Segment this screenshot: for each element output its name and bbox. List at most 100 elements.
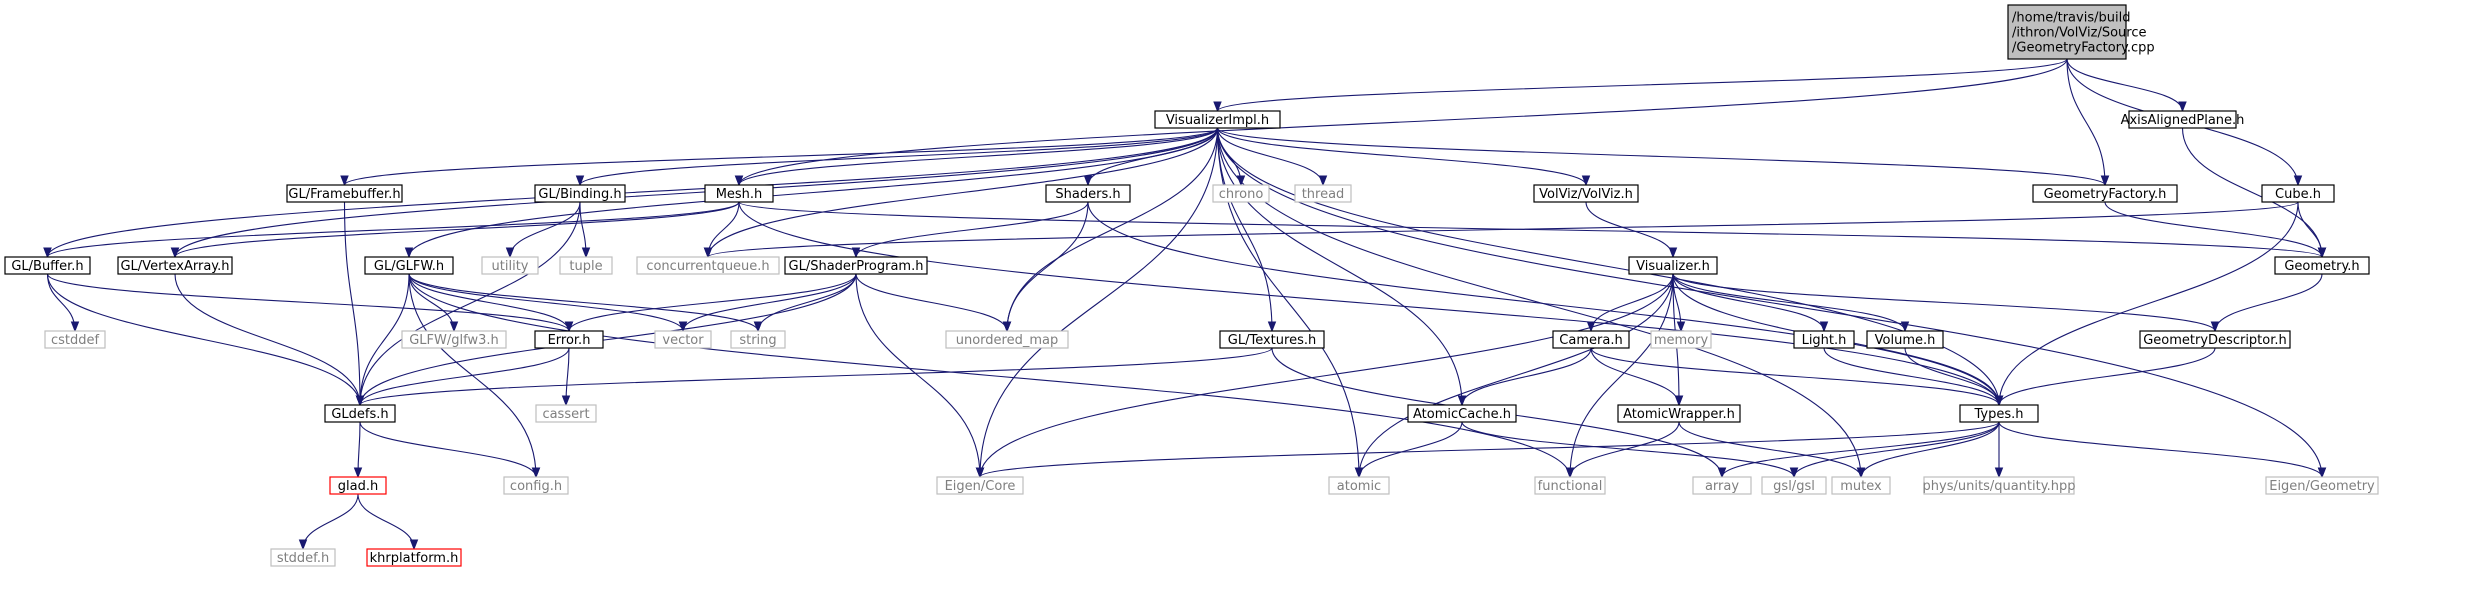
node-label: cassert	[542, 407, 589, 422]
arrowhead-cube-to-geometry	[2317, 247, 2327, 259]
edge-visualizer-to-volume	[1672, 273, 1906, 332]
edge-glad-to-stddef	[302, 493, 359, 550]
node-box	[401, 330, 507, 349]
node-shaderprogram[interactable]: GL/ShaderProgram.h	[784, 256, 928, 275]
node-utility: utility	[481, 256, 539, 275]
node-framebuffer[interactable]: GL/Framebuffer.h	[286, 184, 403, 203]
edge-root-to-geofactory	[2066, 58, 2106, 186]
arrowhead-types-to-gsl	[1789, 467, 1799, 479]
node-box	[329, 476, 387, 495]
node-atomiccache[interactable]: AtomicCache.h	[1407, 404, 1517, 423]
node-box	[4, 256, 91, 275]
edge-visualizer-to-atomic	[1358, 273, 1674, 478]
node-label: config.h	[510, 479, 562, 494]
node-box	[1793, 330, 1855, 349]
node-box	[654, 330, 712, 349]
edge-shaders-to-shaderprogram	[855, 201, 1089, 258]
node-volviz[interactable]: VolViz/VolViz.h	[1533, 184, 1639, 203]
arrowhead-atomicwrapper-to-functional	[1565, 467, 1575, 479]
node-label: GL/Framebuffer.h	[288, 187, 400, 202]
node-label: glad.h	[338, 479, 378, 494]
node-label: GLFW/glfw3.h	[409, 333, 499, 348]
edge-textures-to-gldefs	[359, 347, 1273, 406]
arrowhead-binding-to-utility	[505, 247, 515, 259]
node-label: AtomicWrapper.h	[1623, 407, 1735, 422]
node-error[interactable]: Error.h	[534, 330, 604, 349]
node-camera[interactable]: Camera.h	[1552, 330, 1630, 349]
node-vector: vector	[654, 330, 712, 349]
node-visimpl[interactable]: VisualizerImpl.h	[1154, 110, 1281, 129]
arrowhead-buffer-to-cstddef	[70, 321, 80, 333]
node-volume[interactable]: Volume.h	[1866, 330, 1944, 349]
node-box	[2261, 184, 2335, 203]
node-glad: glad.h	[329, 476, 387, 495]
node-light[interactable]: Light.h	[1793, 330, 1855, 349]
edge-atomicwrapper-to-mutex	[1678, 421, 1862, 478]
arrowhead-visimpl-to-glfw	[404, 247, 414, 259]
arrowhead-shaderprogram-to-error	[564, 321, 574, 333]
node-label: Eigen/Geometry	[2269, 479, 2375, 494]
node-box	[559, 256, 613, 275]
node-label: atomic	[1337, 479, 1381, 494]
arrowhead-geometry-to-geodesc	[2210, 321, 2220, 333]
node-label: AtomicCache.h	[1413, 407, 1511, 422]
arrowhead-visimpl-to-framebuffer	[340, 175, 349, 187]
node-label: GeometryFactory.h	[2044, 187, 2167, 202]
node-cube[interactable]: Cube.h	[2261, 184, 2335, 203]
edge-cube-to-concurrentqueue	[707, 201, 2299, 258]
node-shaders[interactable]: Shaders.h	[1045, 184, 1131, 203]
node-visualizer[interactable]: Visualizer.h	[1628, 256, 1718, 275]
edge-mesh-to-vertexarray	[174, 201, 740, 258]
node-textures[interactable]: GL/Textures.h	[1219, 330, 1325, 349]
edge-glad-to-khrplatform	[357, 493, 415, 550]
edge-light-to-types	[1823, 347, 2000, 406]
arrowhead-types-to-array	[1717, 467, 1727, 479]
node-glfw[interactable]: GL/GLFW.h	[364, 256, 454, 275]
node-geofactory[interactable]: GeometryFactory.h	[2032, 184, 2178, 203]
node-box	[1831, 476, 1891, 495]
node-label: concurrentqueue.h	[646, 259, 769, 274]
node-gsl: gsl/gsl	[1761, 476, 1827, 495]
node-buffer[interactable]: GL/Buffer.h	[4, 256, 91, 275]
node-box	[534, 330, 604, 349]
edge-camera-to-types	[1590, 347, 2000, 406]
node-vertexarray[interactable]: GL/VertexArray.h	[117, 256, 233, 275]
edge-geometry-to-geodesc	[2214, 273, 2323, 332]
node-box	[324, 404, 396, 423]
node-aaplane[interactable]: AxisAlignedPlane.h	[2121, 110, 2245, 129]
node-thread: thread	[1294, 184, 1352, 203]
node-box	[1533, 184, 1639, 203]
edge-types-to-array	[1721, 421, 2000, 478]
edge-visimpl-to-volviz	[1216, 127, 1587, 186]
node-geodesc[interactable]: GeometryDescriptor.h	[2139, 330, 2291, 349]
node-label: Light.h	[1802, 333, 1847, 348]
node-label: /home/travis/build	[2012, 11, 2130, 26]
edge-visualizer-to-light	[1672, 273, 1825, 332]
edge-types-to-gsl	[1793, 421, 2000, 478]
edge-visualizer-to-eigencore	[979, 273, 1674, 478]
node-box	[481, 256, 539, 275]
node-box	[364, 256, 454, 275]
node-types[interactable]: Types.h	[1959, 404, 2039, 423]
node-box	[535, 404, 597, 423]
node-atomicwrapper[interactable]: AtomicWrapper.h	[1617, 404, 1741, 423]
node-box	[2007, 4, 2127, 60]
edge-visimpl-to-types	[1216, 127, 2000, 406]
node-box	[366, 548, 462, 567]
node-eigencore: Eigen/Core	[936, 476, 1024, 495]
node-label: Types.h	[1973, 407, 2023, 422]
node-concurrentqueue: concurrentqueue.h	[636, 256, 780, 275]
node-label: Visualizer.h	[1636, 259, 1710, 274]
edge-visimpl-to-eigengeometry	[1216, 127, 2323, 478]
arrowhead-visimpl-to-mesh	[734, 175, 744, 187]
edge-gldefs-to-config	[359, 421, 537, 478]
node-mesh[interactable]: Mesh.h	[704, 184, 774, 203]
node-geometry[interactable]: Geometry.h	[2274, 256, 2370, 275]
node-box	[784, 256, 928, 275]
edge-camera-to-atomiccache	[1461, 347, 1592, 406]
node-label: Geometry.h	[2284, 259, 2359, 274]
node-gldefs[interactable]: GLdefs.h	[324, 404, 396, 423]
edge-shaderprogram-to-vector	[682, 273, 857, 332]
node-binding[interactable]: GL/Binding.h	[534, 184, 626, 203]
edge-binding-to-utility	[509, 201, 581, 258]
